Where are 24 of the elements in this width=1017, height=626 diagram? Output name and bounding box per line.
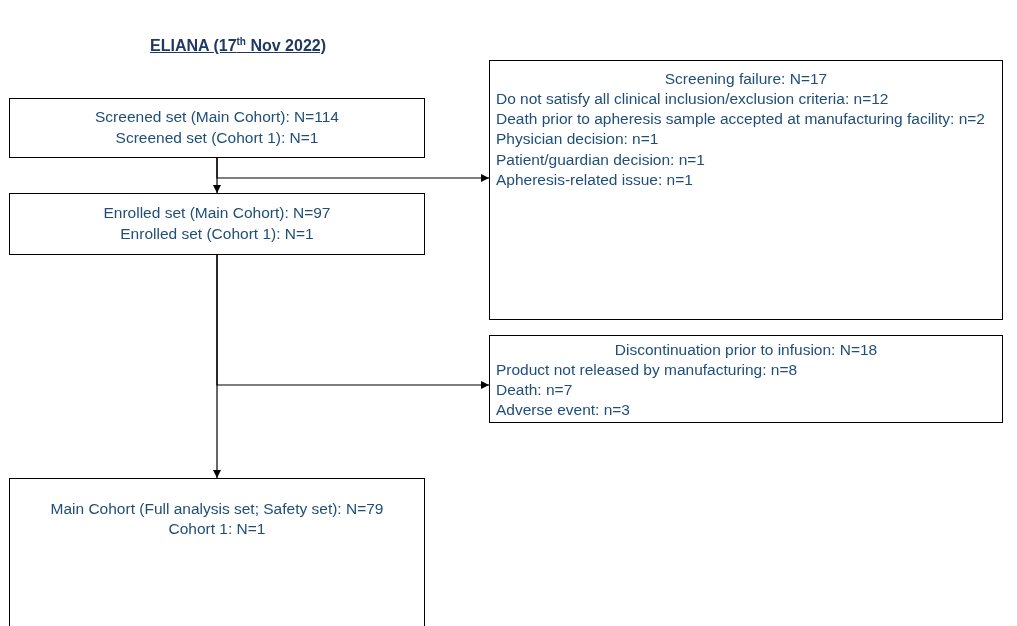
- box-text: Cohort 1: N=1: [167, 519, 267, 540]
- diagram-title: ELIANA (17$^{th}$ Nov 2022): [150, 36, 327, 56]
- box-text: Apheresis-related issue: n=1: [496, 169, 694, 190]
- box-text: Death prior to apheresis sample accepted at manufacturing facility: n=2: [496, 109, 986, 130]
- box-heading: Discontinuation prior to infusion: N=18: [613, 340, 879, 360]
- process-box: [9, 478, 425, 626]
- box-text: Enrolled set (Main Cohort): N=97: [102, 202, 332, 223]
- box-text: Enrolled set (Cohort 1): N=1: [119, 224, 315, 244]
- box-text: Do not satisfy all clinical inclusion/exclusion criteria: n=12: [496, 89, 890, 110]
- box-heading: Screening failure: N=17: [663, 69, 829, 89]
- box-text: Physician decision: n=1: [496, 129, 660, 150]
- box-text: Main Cohort (Full analysis set; Safety set): N=79: [49, 499, 385, 519]
- box-text: Screened set (Main Cohort): N=114: [94, 106, 340, 127]
- arrow: [216, 254, 490, 389]
- process-box: [9, 193, 425, 255]
- box-text: Death: n=7: [496, 380, 574, 401]
- box-text: Patient/guardian decision: n=1: [496, 149, 706, 170]
- box-text: Product not released by manufacturing: n=8: [496, 360, 799, 381]
- process-box: [489, 335, 1003, 423]
- box-text: Screened set (Cohort 1): N=1: [114, 128, 320, 148]
- process-box: [9, 98, 425, 158]
- box-text: Adverse event: n=3: [496, 400, 631, 421]
- process-box: [489, 60, 1003, 320]
- arrow: [216, 157, 490, 182]
